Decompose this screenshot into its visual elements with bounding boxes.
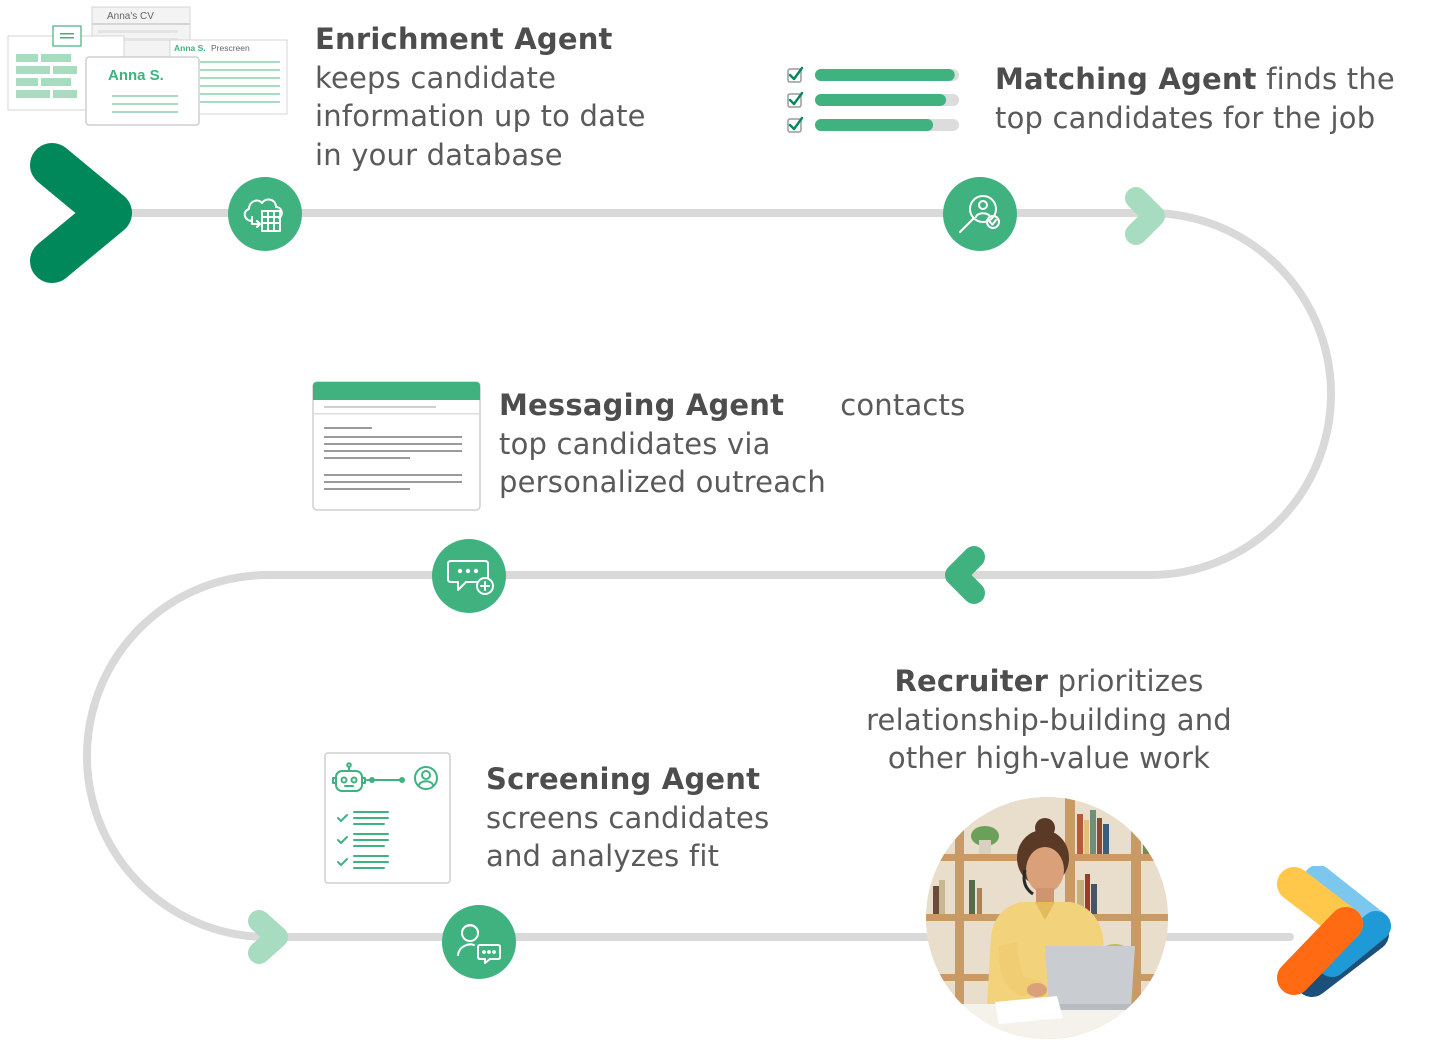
recruiter-title-rest: prioritizes [1048, 664, 1204, 698]
match-bar-fill [815, 69, 955, 81]
screening-title: Screening Agent [486, 762, 761, 796]
check-icon [788, 66, 804, 81]
prescreen-label: Prescreen [211, 43, 250, 53]
start-chevron-icon [30, 143, 132, 283]
prescreen-name: Anna S. [174, 43, 206, 53]
check-icon [788, 91, 804, 106]
enrichment-line-1: keeps candidate [315, 60, 557, 95]
match-bar-fill [815, 119, 934, 131]
match-bar-fill [815, 94, 947, 106]
brand-logo-icon [1277, 866, 1391, 997]
matching-line-2: top candidates for the job [995, 100, 1376, 135]
chevron-right-icon [1125, 187, 1165, 245]
recruiter-text: Recruiter prioritizes relationship-build… [830, 662, 1268, 778]
recruiter-photo [926, 797, 1168, 1039]
chat-plus-icon [432, 539, 506, 613]
search-person-check-icon [943, 177, 1017, 251]
matching-title-rest: finds the [1256, 62, 1395, 96]
chevron-left-icon [945, 546, 985, 604]
matching-text: Matching Agent finds the top candidates … [995, 60, 1425, 137]
cloud-table-icon [228, 177, 302, 251]
person-chat-icon [442, 905, 516, 979]
recruiter-title: Recruiter [894, 664, 1049, 698]
chevron-right-icon [248, 910, 288, 964]
card-name: Anna S. [108, 67, 164, 84]
enrichment-text: Enrichment Agent keeps candidate informa… [315, 20, 735, 174]
message-window-illustration [312, 381, 481, 511]
messaging-text: Messaging Agent contacts top candidates v… [499, 386, 999, 502]
enrichment-title: Enrichment Agent [315, 22, 613, 56]
messaging-line-2: top candidates via [499, 426, 771, 461]
check-icon [788, 116, 804, 131]
candidate-documents-illustration: Anna's CV Anna S. Prescreen Anna S. [7, 6, 288, 126]
screening-line-2: screens candidates [486, 800, 770, 835]
messaging-title-rest: contacts [840, 388, 966, 422]
cv-label: Anna's CV [107, 11, 154, 22]
recruiter-line-3: other high-value work [887, 741, 1211, 775]
bot-checklist-illustration [324, 752, 451, 884]
screening-text: Screening Agent screens candidates and a… [486, 760, 886, 876]
match-ranking-illustration [785, 63, 965, 139]
messaging-line-3: personalized outreach [499, 465, 826, 499]
enrichment-line-3: in your database [315, 137, 563, 172]
screening-line-3: and analyzes fit [486, 839, 720, 873]
messaging-title: Messaging Agent [499, 388, 785, 422]
enrichment-line-2: information up to date [315, 99, 646, 133]
recruiter-line-2: relationship-building and [866, 702, 1232, 737]
matching-title: Matching Agent [995, 62, 1257, 96]
